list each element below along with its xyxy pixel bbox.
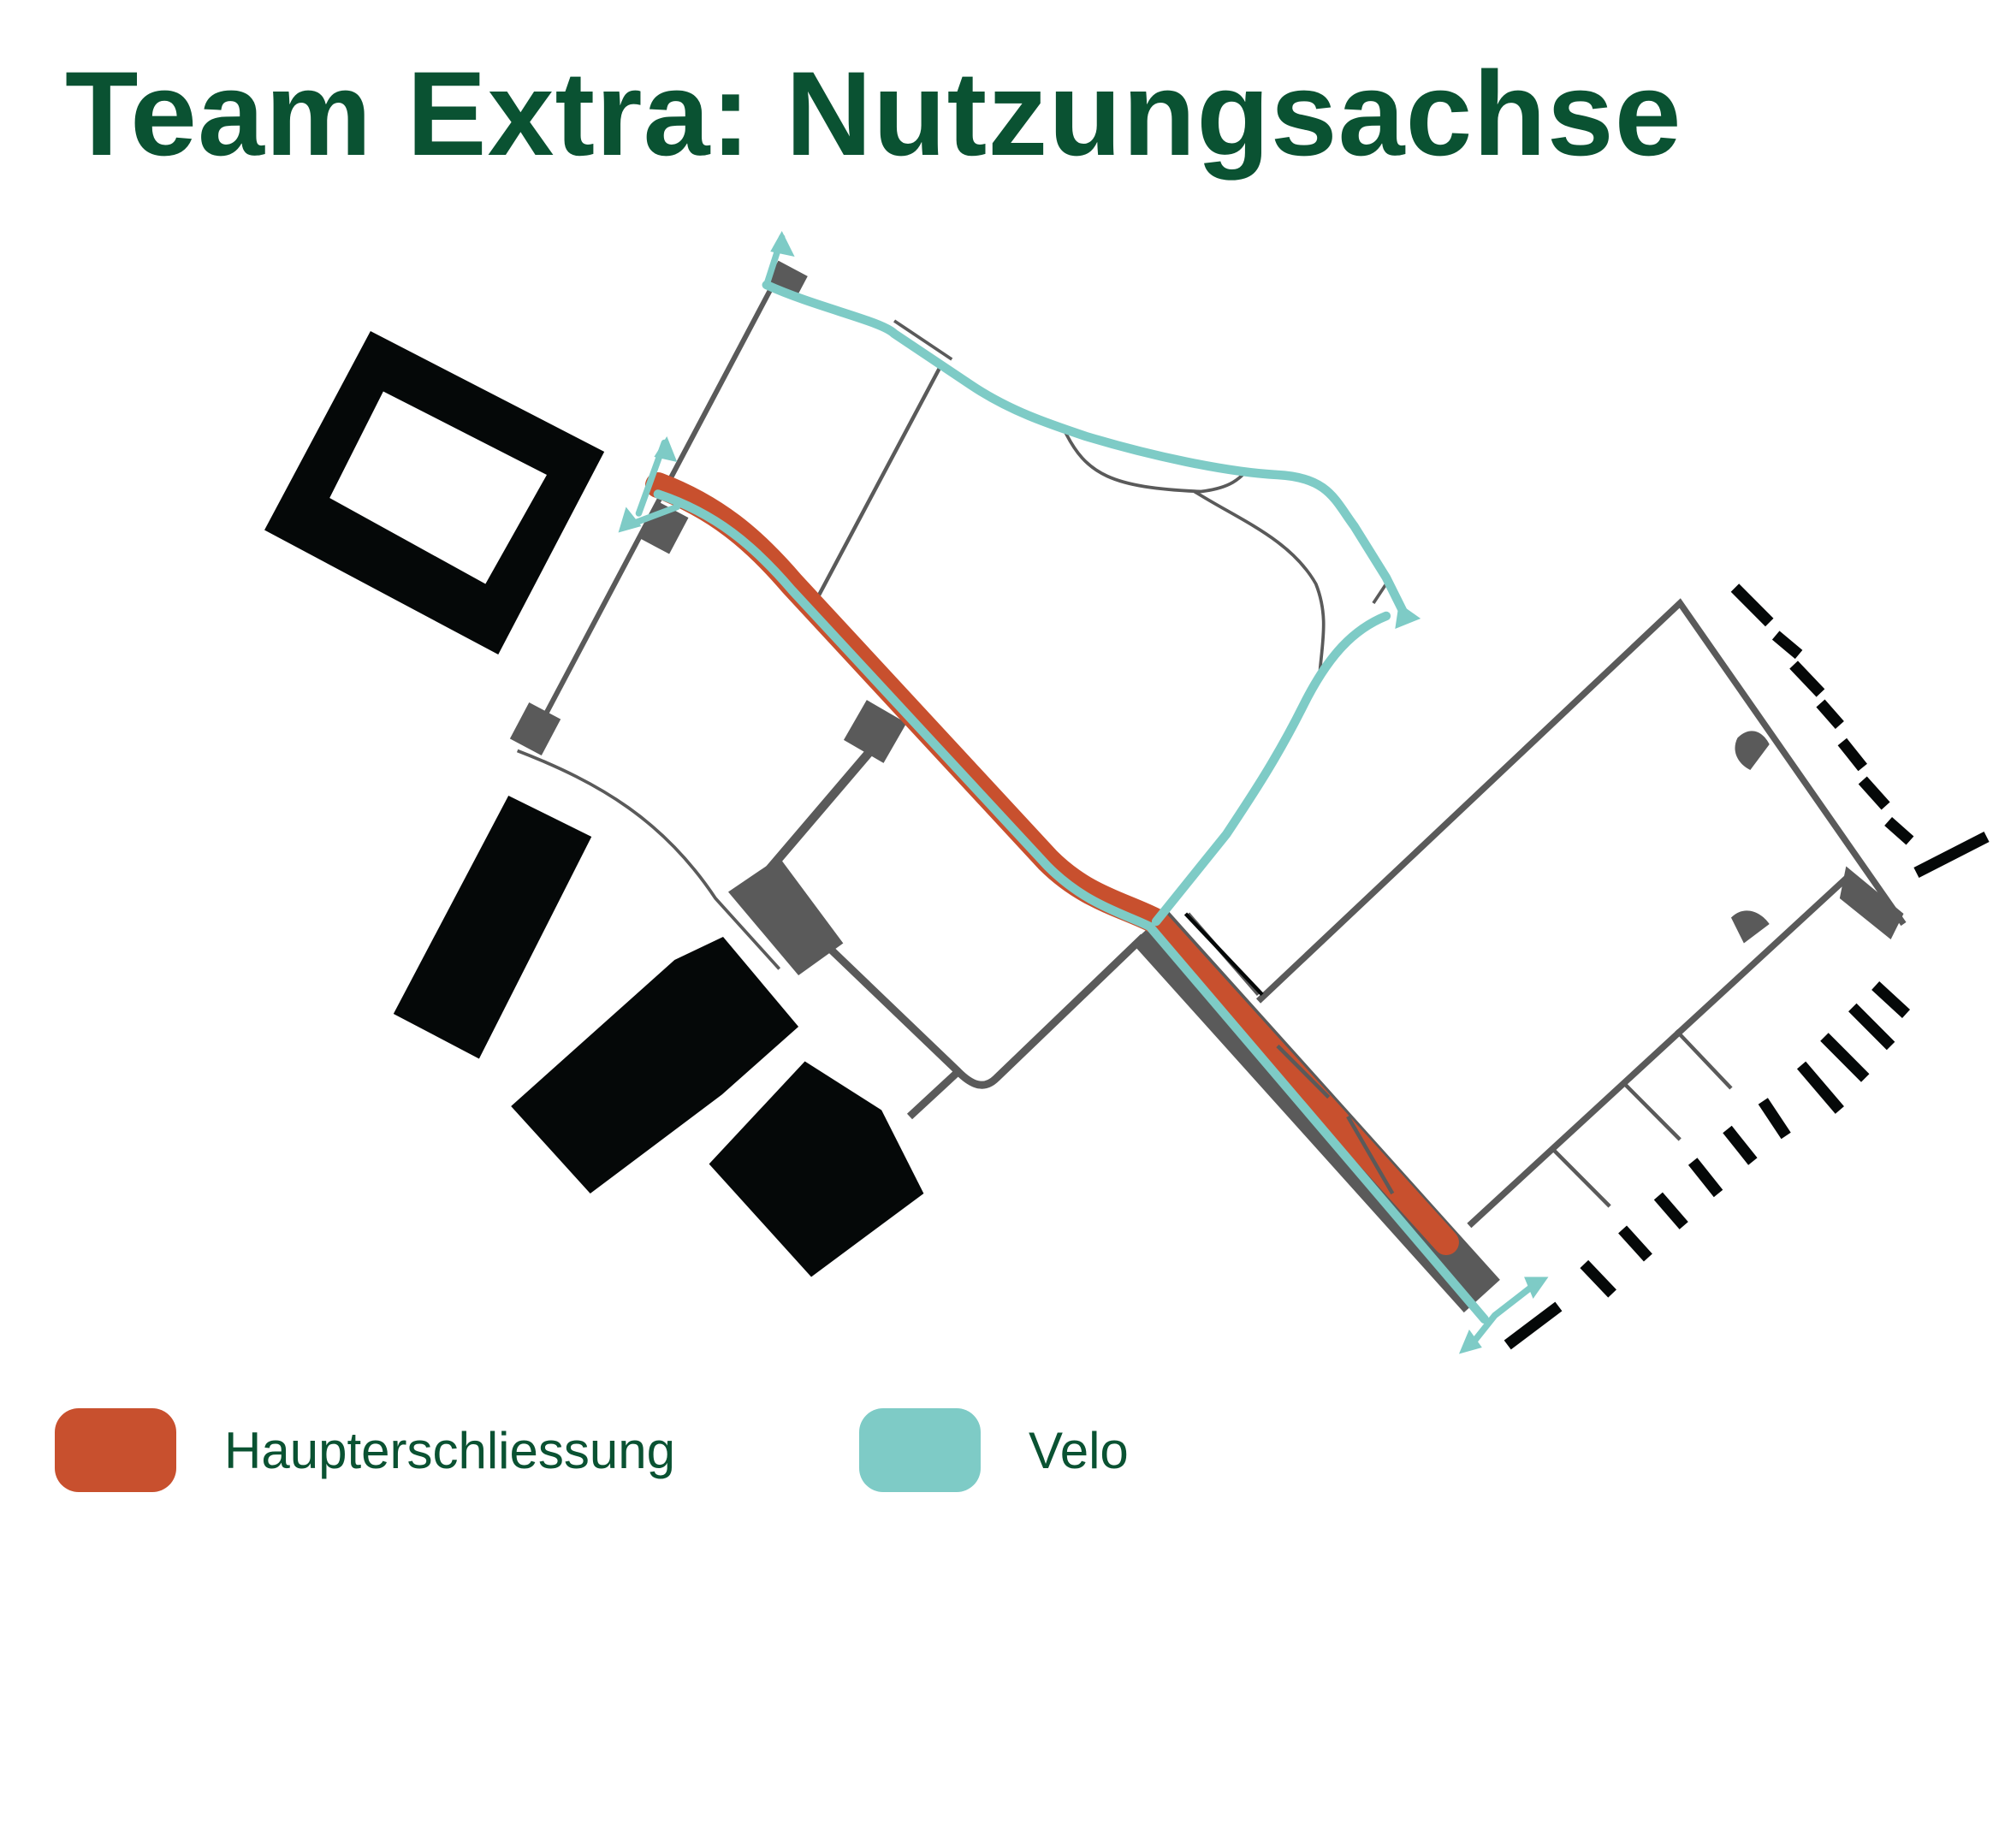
legend-swatch-red <box>55 1408 176 1492</box>
building-complex <box>511 937 799 1194</box>
roads <box>516 283 1907 1229</box>
legend-item-haupterschliessung: Haupterschliessung <box>55 1408 675 1492</box>
legend-swatch-cyan <box>859 1408 981 1492</box>
route-velo <box>622 234 1543 1351</box>
building-courtyard <box>264 331 605 654</box>
buildings <box>264 331 924 1277</box>
arrow-icon <box>1524 1276 1549 1299</box>
parking-marks <box>1183 583 1990 1350</box>
arrow-icons <box>618 231 1549 1354</box>
arrow-icon <box>1458 1330 1482 1354</box>
legend-label: Haupterschliessung <box>224 1421 675 1479</box>
arrow-icon <box>770 231 795 257</box>
page-title: Team Extra: Nutzungsachse <box>65 46 1682 181</box>
building-block <box>393 796 592 1059</box>
building-south <box>709 1061 924 1277</box>
arrow-icon <box>1395 603 1421 629</box>
legend-label: Velo <box>1029 1421 1129 1479</box>
legend-item-velo: Velo <box>859 1408 1129 1492</box>
arrow-icon <box>654 436 678 462</box>
road-nodes <box>509 260 1904 975</box>
